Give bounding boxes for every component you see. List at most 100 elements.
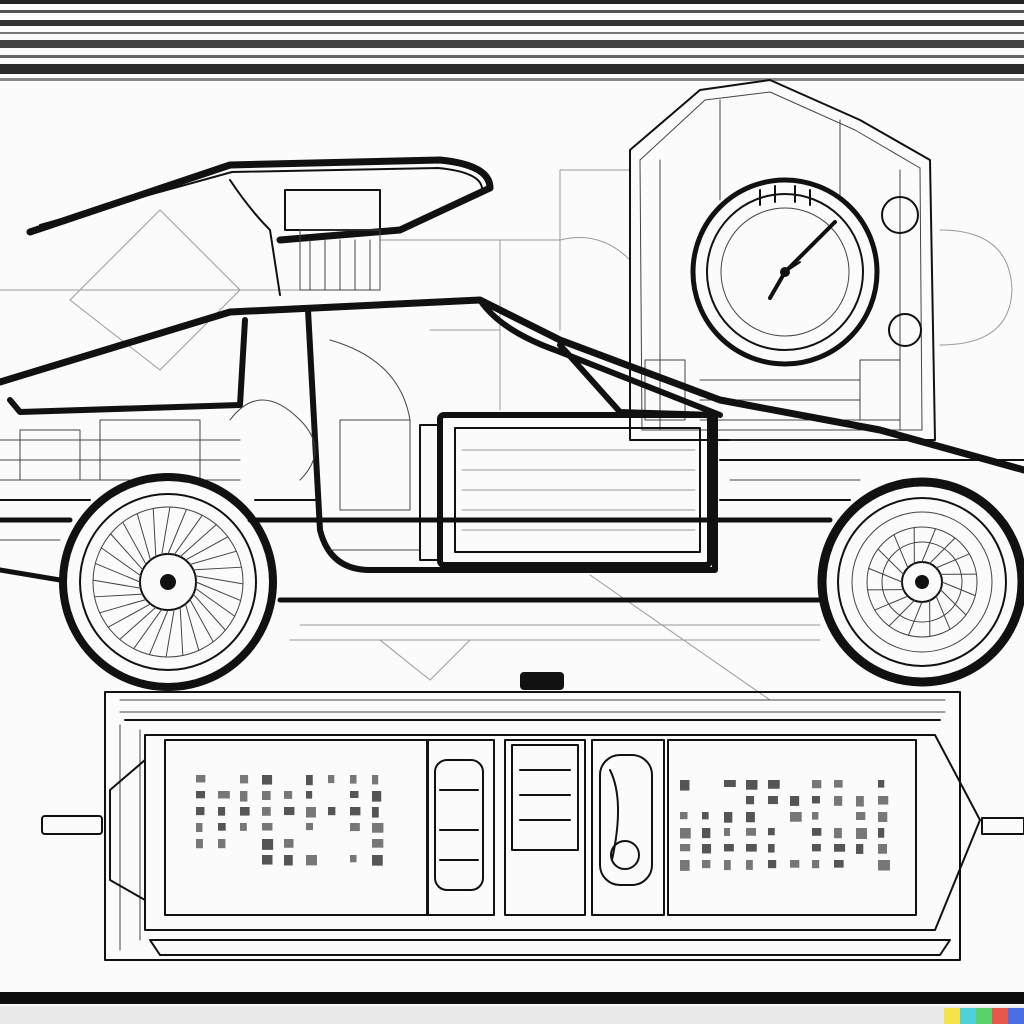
wheel-spoke — [184, 536, 229, 561]
wheel-spoke — [195, 581, 242, 602]
panel-mark — [812, 844, 821, 852]
wheel-spoke — [888, 599, 915, 627]
front-wheel-icon — [59, 473, 277, 691]
panel-mark — [240, 775, 249, 784]
wheel-spoke — [939, 589, 967, 616]
wheel-spoke — [119, 606, 157, 640]
wheel-spoke — [94, 562, 141, 583]
wheel-spoke — [907, 601, 923, 636]
bottom-border — [0, 992, 1024, 1024]
panel-mark — [746, 780, 758, 790]
panel-mark — [768, 844, 775, 853]
wheel-spoke — [935, 595, 951, 630]
color-swatch — [960, 1008, 976, 1024]
panel-mark — [306, 791, 313, 799]
panel-mark — [218, 839, 226, 849]
panel-mark — [834, 796, 843, 806]
construction-lines — [0, 169, 1013, 701]
panel-mark — [878, 796, 889, 805]
panel-mark — [372, 791, 382, 802]
panel-mark — [680, 844, 691, 852]
panel-mark — [284, 855, 293, 866]
panel-mark — [196, 807, 205, 816]
panel-mark — [372, 807, 379, 818]
panel-mark — [746, 812, 755, 823]
panel-mark — [812, 828, 822, 836]
panel-mark — [350, 855, 357, 863]
panel-mark — [306, 807, 316, 818]
panel-mark — [856, 796, 864, 807]
panel-mark — [350, 775, 357, 784]
canopy-door — [26, 156, 494, 296]
panel-mark — [768, 780, 780, 789]
panel-mark — [746, 860, 753, 870]
panel-mark — [834, 828, 842, 839]
wheel-spoke — [179, 524, 217, 558]
clock-icon — [690, 177, 880, 367]
side-panel-display — [419, 412, 713, 568]
wheel-spoke — [941, 581, 976, 597]
panel-mark — [746, 796, 755, 805]
wheel-spoke — [133, 608, 163, 650]
wheel-spoke — [194, 587, 236, 617]
panel-mark — [746, 844, 757, 852]
wheel-spoke — [179, 606, 184, 657]
gauge-cylinder-2 — [511, 744, 579, 851]
wheel-spoke — [92, 579, 142, 589]
panel-mark — [218, 791, 230, 799]
panel-mark — [812, 812, 819, 820]
panel-mark — [196, 823, 203, 832]
wheel-spoke — [136, 513, 152, 561]
panel-mark — [702, 844, 712, 854]
panel-mark — [262, 791, 271, 800]
wheel-spoke — [184, 603, 200, 651]
color-swatch — [944, 1008, 960, 1024]
panel-mark — [724, 812, 733, 823]
panel-mark — [878, 812, 888, 823]
panel-mark — [262, 775, 273, 785]
panel-mark — [856, 828, 867, 839]
panel-mark — [768, 860, 777, 869]
panel-mark — [372, 775, 379, 785]
panel-mark — [196, 791, 206, 799]
wheel-spoke — [173, 514, 203, 556]
panel-mark — [724, 828, 731, 836]
color-swatch — [992, 1008, 1008, 1024]
right-panel-marks — [680, 780, 890, 871]
wheel-spoke — [99, 598, 147, 614]
panel-mark — [702, 828, 711, 839]
panel-mark — [702, 860, 711, 869]
panel-mark — [746, 828, 757, 836]
panel-mark — [218, 807, 226, 816]
panel-mark — [878, 828, 885, 838]
panel-mark — [262, 855, 273, 865]
panel-mark — [262, 839, 274, 850]
wheel-spoke — [935, 553, 970, 569]
panel-mark — [284, 839, 294, 848]
panel-mark — [196, 775, 206, 783]
panel-mark — [680, 812, 688, 820]
wheel-spoke — [100, 547, 142, 577]
panel-mark — [328, 775, 335, 784]
gauge-cylinder-3 — [599, 754, 653, 886]
panel-mark — [812, 780, 822, 789]
panel-mark — [240, 823, 247, 831]
panel-mark — [328, 807, 336, 816]
wheel-spoke — [192, 593, 226, 631]
panel-mark — [834, 860, 844, 868]
panel-mark — [878, 860, 890, 871]
base-unit — [41, 672, 1024, 961]
wheel-spoke — [122, 521, 147, 566]
panel-mark — [306, 775, 313, 786]
panel-mark — [724, 844, 734, 852]
panel-mark — [834, 844, 846, 852]
wheel-spoke — [152, 507, 157, 558]
panel-mark — [284, 807, 295, 816]
left-panel-marks — [196, 775, 384, 866]
rear-wheel-icon — [817, 477, 1024, 687]
panel-mark — [240, 807, 250, 816]
wheel-spoke — [167, 508, 188, 555]
panel-mark — [878, 780, 885, 788]
wheel-spoke — [921, 528, 937, 563]
